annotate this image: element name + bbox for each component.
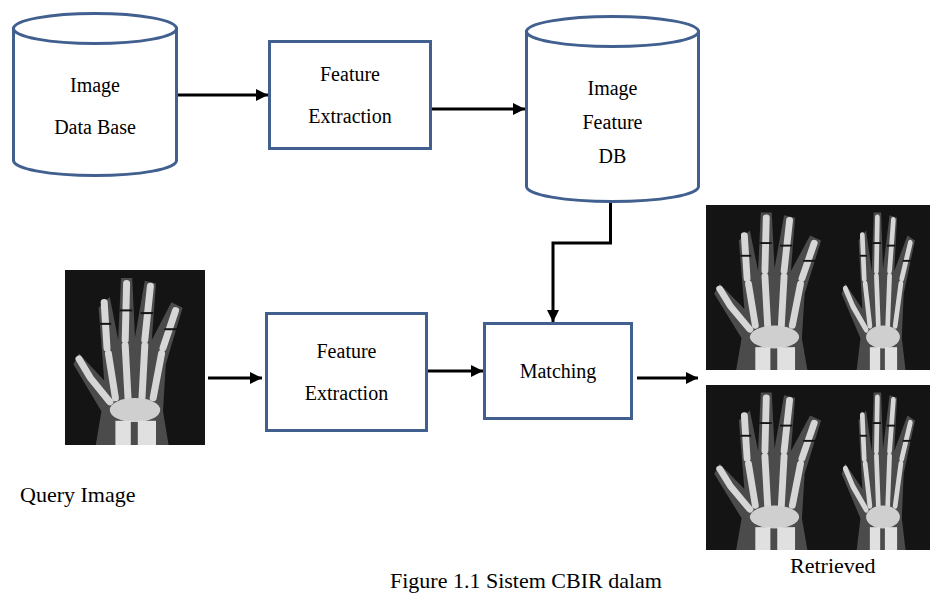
- image-label: Query Image: [20, 482, 135, 508]
- flow-arrow: [428, 370, 483, 373]
- cylinder-outline: [525, 15, 700, 203]
- image-label: Retrieved: [790, 553, 876, 579]
- database-cylinder: Image Data Base: [12, 12, 178, 177]
- flow-arrow: [432, 108, 525, 111]
- flow-arrow: [178, 94, 268, 97]
- node-label: Feature Extraction: [300, 53, 400, 137]
- process-box: Feature Extraction: [265, 312, 428, 432]
- flow-arrow: [553, 203, 611, 322]
- node-label: Image Data Base: [51, 64, 139, 148]
- node-label: Feature Extraction: [297, 330, 397, 414]
- process-box: Matching: [483, 322, 633, 420]
- node-label: Matching: [498, 359, 618, 383]
- node-label: Image Feature DB: [578, 71, 648, 173]
- process-box: Feature Extraction: [268, 40, 432, 150]
- database-cylinder: Image Feature DB: [525, 15, 700, 203]
- figure-caption: Figure 1.1 Sistem CBIR dalam: [390, 568, 662, 594]
